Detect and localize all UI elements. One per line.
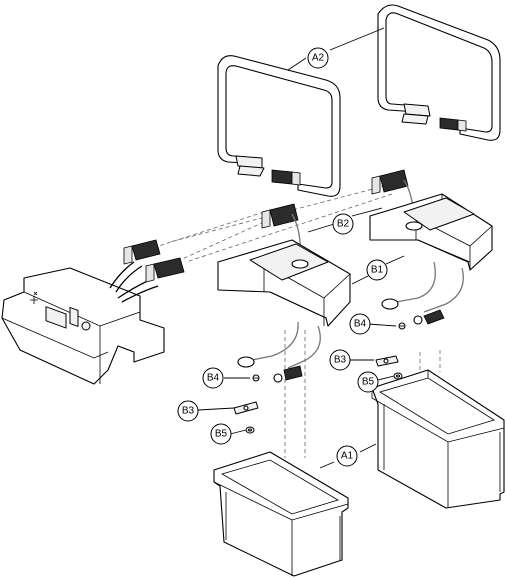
- terminal-clip-b3-upper: [375, 355, 399, 367]
- battery-plug-rear: [371, 169, 409, 195]
- callout-b4-upper: B4: [349, 313, 371, 335]
- harness-plug-lower: [145, 257, 185, 283]
- washer-b5-lower: [245, 426, 255, 434]
- battery-cover-front: [217, 239, 351, 327]
- callout-b2-label: B2: [337, 219, 350, 230]
- callout-b1-label: B1: [371, 265, 384, 276]
- leader-lines: [197, 27, 405, 469]
- connector-housing: [1, 267, 165, 385]
- callout-b5-upper: B5: [357, 371, 379, 393]
- callout-b4-lower: B4: [202, 367, 224, 389]
- screw-b4-lower: [252, 374, 260, 382]
- callout-a2-label: A2: [312, 53, 325, 64]
- callout-b4-upper-label: B4: [354, 319, 367, 330]
- callout-a1: A1: [336, 445, 358, 467]
- battery-plug-front: [261, 203, 299, 229]
- battery-lead-rear: [381, 261, 464, 325]
- callout-b5-upper-label: B5: [362, 377, 375, 388]
- harness-plug-upper: [123, 239, 161, 265]
- strap-buckle-front: [235, 155, 301, 186]
- callout-b5-lower-label: B5: [215, 429, 228, 440]
- callout-b3-lower: B3: [177, 400, 199, 422]
- battery-cover-rear: [369, 193, 493, 271]
- strap-frame-rear: [377, 4, 501, 141]
- strap-frame-front: [217, 55, 341, 197]
- callout-a2: A2: [307, 47, 329, 69]
- terminal-clip-b3-lower: [233, 401, 259, 415]
- callout-b3-lower-label: B3: [182, 406, 195, 417]
- battery-lead-front: [237, 321, 321, 383]
- washer-b5-upper: [393, 372, 403, 380]
- screw-b4-upper: [398, 322, 406, 330]
- callout-b2: B2: [332, 213, 354, 235]
- callout-b4-lower-label: B4: [207, 373, 220, 384]
- battery-box-rear: [371, 369, 505, 509]
- callout-b3-upper: B3: [329, 349, 351, 371]
- battery-box-front: [213, 451, 349, 577]
- callout-b5-lower: B5: [210, 423, 232, 445]
- callout-a1-label: A1: [341, 451, 354, 462]
- callout-b1: B1: [366, 259, 388, 281]
- callout-b3-upper-label: B3: [334, 355, 347, 366]
- harness-wires: [109, 239, 185, 303]
- strap-buckle-rear: [401, 103, 467, 132]
